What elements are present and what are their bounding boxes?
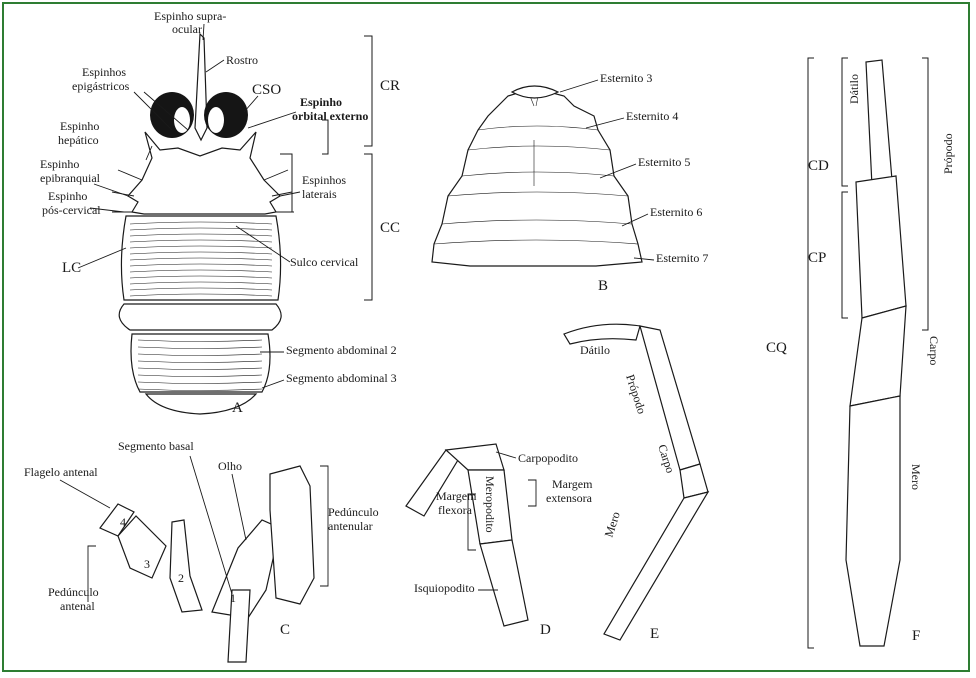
label-number-4: 4 bbox=[120, 515, 126, 529]
panel-b: Esternito 3 Esternito 4 Esternito 5 Este… bbox=[432, 71, 708, 294]
label-peduncle-antenular-1: Pedúnculo bbox=[328, 505, 379, 519]
label-cervical: Sulco cervical bbox=[290, 255, 359, 269]
label-e-mero: Mero bbox=[602, 510, 623, 539]
label-extensora-2: extensora bbox=[546, 491, 593, 505]
panel-letter-f: F bbox=[912, 628, 920, 644]
label-cr: CR bbox=[380, 78, 400, 94]
label-cq: CQ bbox=[766, 340, 787, 356]
label-flagelo-antenal: Flagelo antenal bbox=[24, 465, 98, 479]
label-seg2: Segmento abdominal 2 bbox=[286, 343, 397, 357]
dactyl-e-drawing bbox=[564, 324, 640, 344]
label-carpopodito: Carpopodito bbox=[518, 451, 578, 465]
label-olho: Olho bbox=[218, 459, 242, 473]
label-postcervical-2: pós-cervical bbox=[42, 203, 101, 217]
rostrum-drawing bbox=[195, 34, 207, 140]
panel-c: Segmento basal Olho Flagelo antenal Pedú… bbox=[24, 439, 379, 662]
label-number-2: 2 bbox=[178, 571, 184, 585]
label-esternito-5: Esternito 5 bbox=[638, 155, 690, 169]
label-lateral-2: laterais bbox=[302, 187, 337, 201]
propodus-f-drawing bbox=[856, 176, 906, 318]
label-meropodito: Meropodito bbox=[483, 476, 497, 533]
label-number-3: 3 bbox=[144, 557, 150, 571]
label-seg3: Segmento abdominal 3 bbox=[286, 371, 397, 385]
label-cso: CSO bbox=[252, 82, 281, 98]
label-hepatic-2: hepático bbox=[58, 133, 99, 147]
label-f-datilo: Dátilo bbox=[847, 74, 861, 104]
label-flexora-2: flexora bbox=[438, 503, 473, 517]
label-cd: CD bbox=[808, 158, 829, 174]
label-esternito-3: Esternito 3 bbox=[600, 71, 652, 85]
segment-2-drawing bbox=[170, 520, 202, 612]
isquiopodite-drawing bbox=[480, 540, 528, 626]
label-f-propodo: Própodo bbox=[941, 133, 955, 174]
panel-letter-d: D bbox=[540, 622, 551, 638]
label-orbital-2: orbital externo bbox=[292, 109, 368, 123]
label-e-propodo: Própodo bbox=[623, 373, 649, 416]
dactyl-f-drawing bbox=[866, 60, 892, 186]
label-esternito-7: Esternito 7 bbox=[656, 251, 708, 265]
label-flexora-1: Margem bbox=[436, 489, 477, 503]
abdomen-segment-1-drawing bbox=[119, 304, 281, 330]
label-orbital-1: Espinho bbox=[300, 95, 342, 109]
label-cc: CC bbox=[380, 220, 400, 236]
label-f-carpo: Carpo bbox=[927, 336, 941, 365]
label-f-mero: Mero bbox=[909, 464, 923, 490]
panel-letter-b: B bbox=[598, 278, 608, 294]
label-supraocular-2: ocular bbox=[172, 22, 202, 36]
label-esternito-6: Esternito 6 bbox=[650, 205, 702, 219]
label-supraocular-1: Espinho supra- bbox=[154, 9, 226, 23]
label-segmento-basal: Segmento basal bbox=[118, 439, 194, 453]
label-e-datilo: Dátilo bbox=[580, 343, 610, 357]
label-peduncle-antenal-1: Pedúnculo bbox=[48, 585, 99, 599]
label-epibranchial-1: Espinho bbox=[40, 157, 79, 171]
label-rostro: Rostro bbox=[226, 53, 258, 67]
panel-letter-e: E bbox=[650, 626, 659, 642]
sternum-drawing bbox=[432, 88, 642, 266]
label-epigastric-2: epigástricos bbox=[72, 79, 130, 93]
label-extensora-1: Margem bbox=[552, 477, 593, 491]
panel-d: Carpopodito Meropodito Margem flexora Ma… bbox=[406, 444, 593, 638]
panel-a: Espinho supra- ocular Rostro Espinhos ep… bbox=[40, 9, 400, 416]
merus-f-drawing bbox=[846, 396, 900, 646]
label-epibranchial-2: epibranquial bbox=[40, 171, 101, 185]
panel-letter-c: C bbox=[280, 622, 290, 638]
label-peduncle-antenular-2: antenular bbox=[328, 519, 373, 533]
panel-letter-a: A bbox=[232, 400, 243, 416]
carapace-front-drawing bbox=[128, 132, 280, 214]
label-hepatic-1: Espinho bbox=[60, 119, 99, 133]
panel-f: CD CP CQ Dátilo Própodo Carpo Mero F bbox=[766, 58, 955, 648]
label-isquiopodito: Isquiopodito bbox=[414, 581, 475, 595]
label-postcervical-1: Espinho bbox=[48, 189, 87, 203]
label-epigastric-1: Espinhos bbox=[82, 65, 126, 79]
label-esternito-4: Esternito 4 bbox=[626, 109, 678, 123]
antennular-peduncle-drawing bbox=[270, 466, 314, 604]
carpus-f-drawing bbox=[850, 306, 906, 406]
label-cp: CP bbox=[808, 250, 826, 266]
label-peduncle-antenal-2: antenal bbox=[60, 599, 95, 613]
label-number-1: 1 bbox=[230, 591, 236, 605]
label-lateral-1: Espinhos bbox=[302, 173, 346, 187]
